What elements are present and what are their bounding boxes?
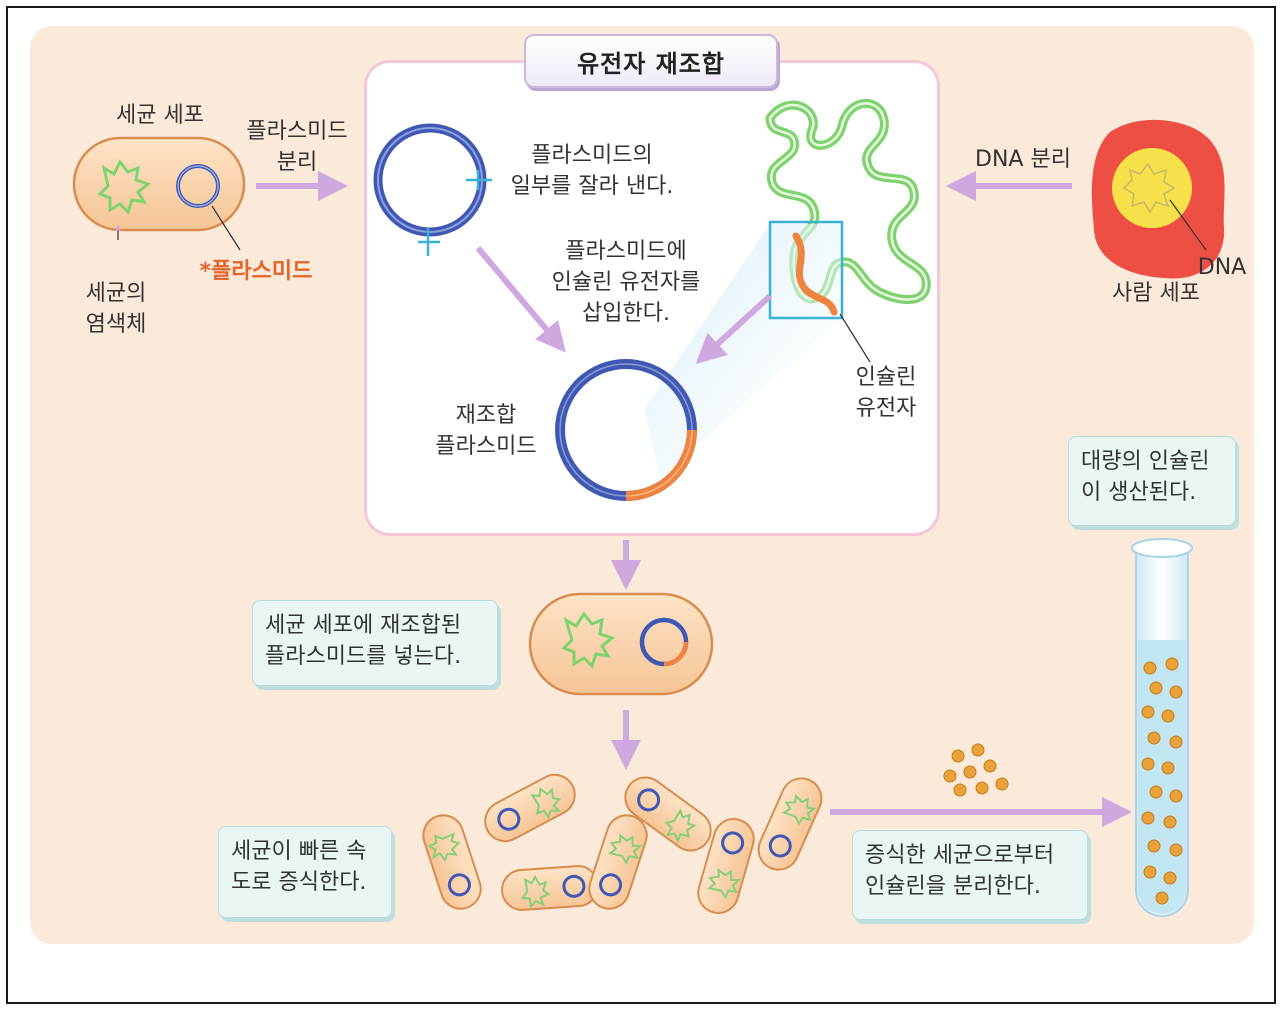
note-isolate-insulin: 증식한 세균으로부터 인슐린을 분리한다. bbox=[852, 830, 1088, 920]
recombinant-plasmid bbox=[555, 359, 697, 501]
label-insulin-gene: 인슐린 유전자 bbox=[855, 365, 917, 421]
recombination-panel bbox=[364, 60, 940, 536]
label-bacterial-chromosome: 세균의 염색체 bbox=[85, 281, 147, 337]
bacterial-cell-top bbox=[72, 136, 246, 232]
note-rapid-growth: 세균이 빠른 속 도로 증식한다. bbox=[218, 826, 392, 918]
cut-plasmid bbox=[373, 123, 492, 256]
panel-title: 유전자 재조합 bbox=[524, 34, 778, 88]
gene-to-recombinant-arrow bbox=[695, 293, 773, 365]
bacterium-2 bbox=[484, 773, 576, 843]
bacterium-5 bbox=[624, 776, 712, 852]
bacterium-1 bbox=[422, 814, 482, 910]
human-dna-tangle bbox=[1122, 162, 1176, 214]
bacterial-chromosome-top bbox=[97, 159, 152, 215]
bacterium-3 bbox=[501, 865, 599, 911]
cut-to-recombinant-arrow bbox=[475, 246, 566, 353]
human-cell bbox=[1091, 119, 1225, 279]
label-dna-isolation: DNA 분리 bbox=[975, 147, 1071, 172]
bacterium-6 bbox=[697, 818, 755, 914]
label-insert-gene: 플라스미드에 인슐린 유전자를 삽입한다. bbox=[551, 239, 701, 326]
bacterium-7 bbox=[757, 777, 823, 871]
test-tube bbox=[1131, 538, 1193, 917]
label-plasmid-isolation: 플라스미드 분리 bbox=[246, 119, 348, 175]
insulin-gene-box bbox=[768, 220, 844, 320]
label-human-cell: 사람 세포 bbox=[1112, 281, 1200, 306]
label-dna: DNA bbox=[1197, 255, 1247, 280]
note-insert-into-bacteria: 세균 세포에 재조합된 플라스미드를 넣는다. bbox=[252, 600, 498, 686]
insulin-gene-segment bbox=[792, 232, 838, 316]
bacterium-4 bbox=[588, 814, 648, 910]
label-plasmid: *플라스미드 bbox=[199, 259, 313, 284]
label-recombinant-plasmid: 재조합 플라스미드 bbox=[435, 403, 537, 459]
insulin-dots bbox=[943, 743, 1009, 797]
note-mass-production: 대량의 인슐린 이 생산된다. bbox=[1068, 436, 1236, 526]
label-bacterial-cell: 세균 세포 bbox=[116, 103, 204, 128]
label-cut-plasmid: 플라스미드의 일부를 잘라 낸다. bbox=[510, 143, 674, 199]
recombinant-bacterial-cell bbox=[528, 592, 714, 696]
